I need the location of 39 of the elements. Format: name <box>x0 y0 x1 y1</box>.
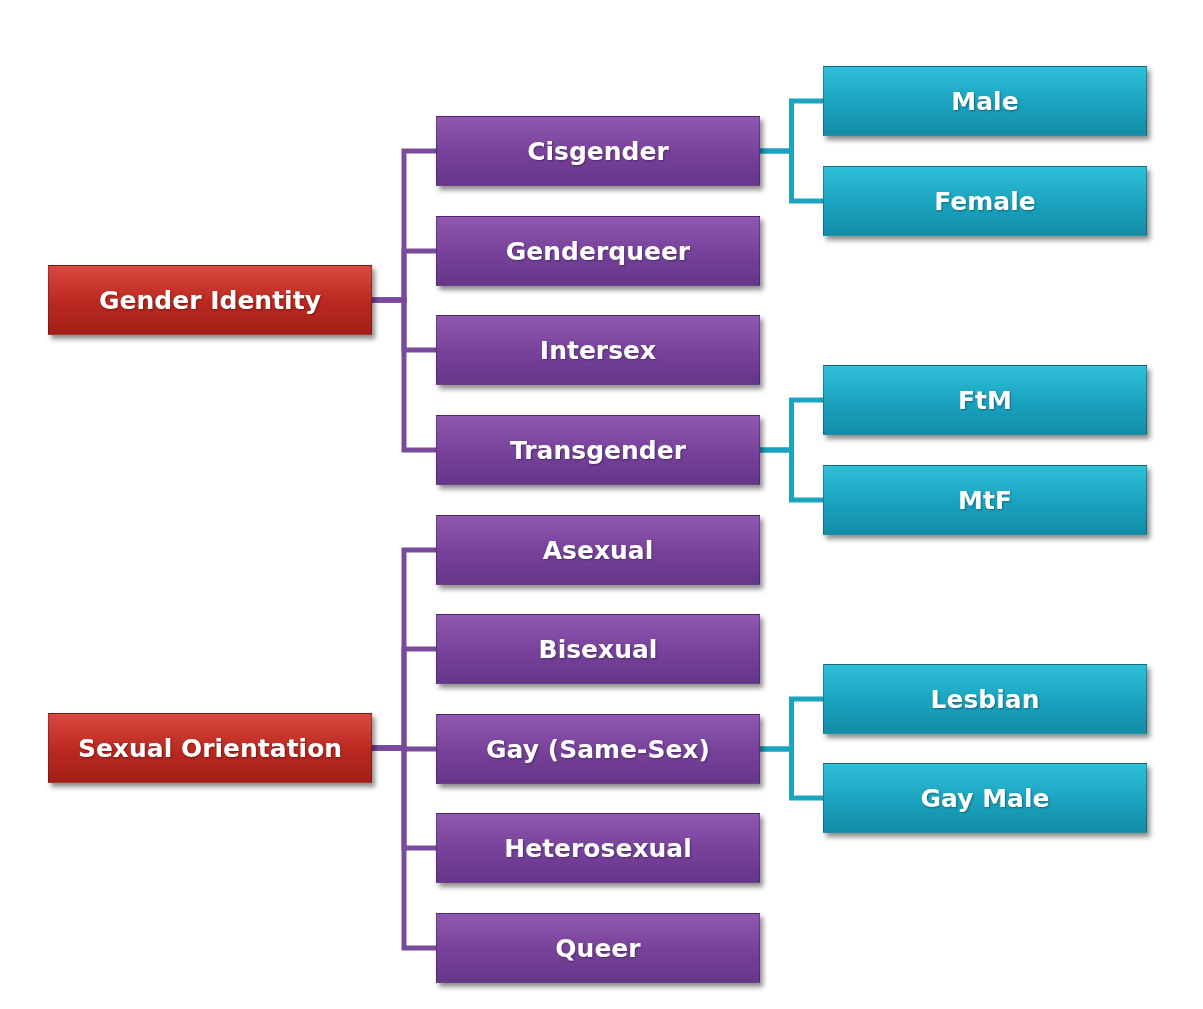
node-label: Queer <box>555 933 641 963</box>
type-box <box>436 813 760 883</box>
subtype-box <box>823 365 1147 435</box>
subtype-box <box>823 66 1147 136</box>
type-box <box>436 216 760 286</box>
type-box <box>436 913 760 983</box>
node-label: Heterosexual <box>504 833 692 863</box>
node-label: MtF <box>958 485 1012 515</box>
node-label: Gender Identity <box>99 285 321 315</box>
subtype-box <box>823 763 1147 833</box>
node-label: Cisgender <box>527 136 669 166</box>
connector-line <box>372 745 436 951</box>
type-box <box>436 714 760 784</box>
node-label: Genderqueer <box>505 236 691 266</box>
node-label: Asexual <box>542 535 654 565</box>
type-box <box>436 116 760 186</box>
subtype-box <box>823 465 1147 535</box>
category-box <box>48 713 372 783</box>
node-label: Gay (Same-Sex) <box>486 734 710 764</box>
type-box <box>436 614 760 684</box>
category-box <box>48 265 372 335</box>
node-label: Gay Male <box>920 783 1050 813</box>
node-label: Sexual Orientation <box>77 733 343 763</box>
node-label: Female <box>934 186 1036 216</box>
type-box <box>436 315 760 385</box>
connector-line <box>760 746 823 801</box>
node-label: Intersex <box>539 335 657 365</box>
node-label: Bisexual <box>538 634 658 664</box>
connector-line <box>760 447 823 503</box>
connector-line <box>760 148 823 204</box>
type-box <box>436 515 760 585</box>
connector-line <box>372 297 436 453</box>
subtype-box <box>823 166 1147 236</box>
node-label: Transgender <box>510 435 686 465</box>
node-label: Lesbian <box>930 684 1040 714</box>
type-box <box>436 415 760 485</box>
node-label: FtM <box>958 385 1012 415</box>
node-label: Male <box>951 86 1019 116</box>
subtype-box <box>823 664 1147 734</box>
